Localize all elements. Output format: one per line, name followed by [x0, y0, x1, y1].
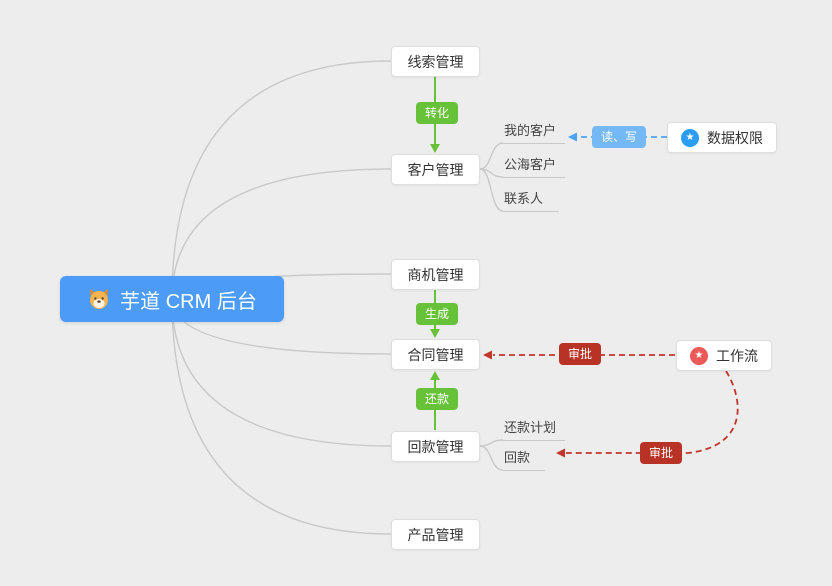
- module-box-product: 产品管理: [391, 519, 480, 550]
- feature-box-data-permission: ★ 数据权限: [667, 122, 777, 153]
- arrowhead-left: [556, 448, 565, 458]
- module-box-customer: 客户管理: [391, 154, 480, 185]
- module-label: 产品管理: [407, 526, 464, 543]
- root-node-crm-backend: 芋道 CRM 后台: [60, 276, 284, 322]
- arrowhead-left: [568, 132, 577, 142]
- module-label: 合同管理: [407, 346, 464, 363]
- feature-label: 数据权限: [707, 129, 763, 146]
- leaf-item-contacts: 联系人: [503, 188, 559, 212]
- arrowhead-down: [430, 329, 440, 338]
- module-label: 回款管理: [407, 438, 464, 455]
- module-box-business: 商机管理: [391, 259, 480, 290]
- feature-box-workflow: ★ 工作流: [676, 340, 772, 371]
- edge-receivable-plan: [479, 439, 504, 447]
- star-icon: ★: [690, 346, 708, 365]
- badge-convert: 转化: [416, 102, 459, 124]
- star-icon: ★: [681, 128, 699, 147]
- module-label: 客户管理: [407, 161, 464, 178]
- arrowhead-up: [430, 371, 440, 380]
- root-node-label: 芋道 CRM 后台: [120, 290, 257, 313]
- leaf-label: 我的客户: [504, 123, 557, 138]
- badge-read-write: 读、写: [592, 126, 647, 148]
- module-label: 商机管理: [407, 266, 464, 283]
- edge-customer-contact: [479, 168, 504, 212]
- edge-customer-my: [479, 142, 504, 170]
- module-box-contract: 合同管理: [391, 339, 480, 370]
- feature-label: 工作流: [716, 347, 758, 364]
- edge-workflow-to-payment: [566, 370, 739, 454]
- module-box-receivable: 回款管理: [391, 431, 480, 462]
- leaf-label: 公海客户: [504, 157, 557, 172]
- leaf-label: 联系人: [504, 191, 544, 206]
- edge-root-receivable: [171, 298, 392, 447]
- edge-root-lead: [171, 60, 392, 300]
- leaf-item-repayment-plan: 还款计划: [503, 417, 565, 441]
- leaf-label: 回款: [504, 450, 531, 465]
- edge-root-customer: [171, 168, 392, 300]
- badge-generate: 生成: [416, 303, 459, 325]
- badge-repay: 还款: [416, 388, 459, 410]
- leaf-item-payment: 回款: [503, 447, 545, 471]
- shiba-dog-icon: [90, 289, 109, 309]
- leaf-item-public-customers: 公海客户: [503, 154, 565, 178]
- arrowhead-left: [483, 350, 492, 360]
- arrowhead-down: [430, 144, 440, 153]
- leaf-item-my-customers: 我的客户: [503, 120, 565, 144]
- module-box-lead: 线索管理: [391, 46, 480, 77]
- badge-approve-contract: 审批: [559, 343, 602, 365]
- edge-root-product: [171, 298, 392, 535]
- badge-approve-receivable: 审批: [640, 442, 683, 464]
- leaf-label: 还款计划: [504, 420, 557, 435]
- edge-receivable-payment: [479, 445, 504, 471]
- module-label: 线索管理: [407, 53, 464, 70]
